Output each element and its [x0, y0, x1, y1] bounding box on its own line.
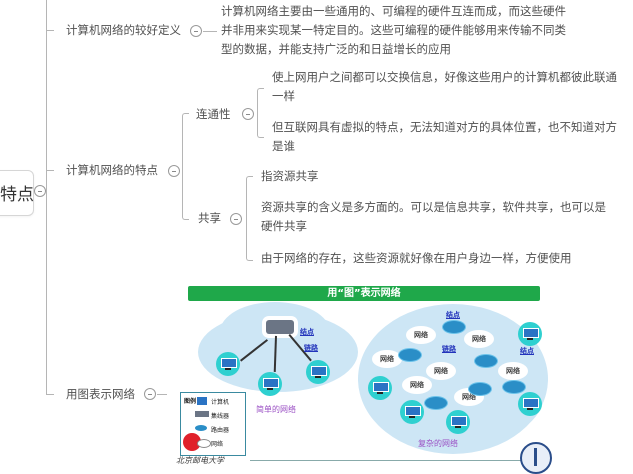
root-connector-line [46, 0, 48, 394]
network-cloud-node: 网络 [402, 376, 432, 394]
network-cloud-node: 网络 [498, 362, 528, 380]
graph-collapse-button[interactable] [144, 388, 156, 400]
red-emblem-icon [183, 433, 201, 451]
connector-tick [203, 31, 217, 32]
sharing-bracket [246, 176, 253, 261]
computer-icon [306, 360, 330, 384]
computer-icon [518, 392, 542, 416]
connectivity-item[interactable]: 使上网用户之间都可以交换信息，好像这些用户的计算机都彼此联通一样 [272, 70, 617, 103]
computer-icon [446, 410, 470, 434]
link-label: 链路 [442, 345, 456, 353]
legend-item: 路由器 [211, 427, 230, 434]
legend-item: 网络 [211, 441, 224, 448]
branch-graph-label[interactable]: 用图表示网络 [66, 387, 135, 401]
connector-tick [157, 394, 167, 395]
footer-divider [250, 460, 540, 461]
node-label: 结点 [520, 347, 534, 355]
network-cloud-icon [197, 439, 211, 448]
sharing-item[interactable]: 资源共享的含义是多方面的。可以是信息共享，软件共享，也可以是硬件共享 [261, 200, 606, 233]
root-collapse-button[interactable] [34, 185, 46, 197]
computer-icon [368, 376, 392, 400]
simple-network-caption: 简单的网络 [256, 405, 296, 414]
computer-icon [216, 352, 240, 376]
node-label: 结点 [300, 328, 314, 336]
network-cloud-node: 网络 [464, 330, 494, 348]
connectivity-bracket [257, 88, 264, 138]
university-seal-icon [520, 442, 552, 474]
network-cloud-node: 网络 [372, 350, 402, 368]
characteristics-collapse-button[interactable] [168, 165, 180, 177]
node-label: 结点 [446, 311, 460, 319]
university-logo-text: 北京邮电大学 [176, 456, 224, 465]
network-cloud-node: 网络 [426, 362, 456, 380]
sharing-item[interactable]: 由于网络的存在，这些资源就好像在用户身边一样，方便使用 [261, 251, 572, 265]
router-icon [424, 396, 448, 410]
connectivity-collapse-button[interactable] [242, 108, 254, 120]
router-icon [474, 354, 498, 368]
connector-tick [46, 394, 54, 395]
legend-item: 集线器 [211, 413, 230, 420]
branch-definition-label[interactable]: 计算机网络的较好定义 [66, 23, 181, 37]
network-cloud-node: 网络 [406, 326, 436, 344]
connectivity-label[interactable]: 连通性 [196, 107, 231, 121]
network-graph-image[interactable]: 用“图”表示网络 结点 链路 简单的网络 网络 网络 网络 网络 网络 网络 网… [176, 282, 552, 474]
sharing-item[interactable]: 指资源共享 [261, 169, 319, 183]
router-icon [398, 348, 422, 362]
router-icon [502, 380, 526, 394]
computer-icon [258, 372, 282, 396]
sharing-collapse-button[interactable] [230, 213, 242, 225]
complex-network-caption: 复杂的网络 [418, 439, 458, 448]
computer-icon [400, 400, 424, 424]
connector-tick [46, 170, 54, 171]
router-icon [195, 425, 207, 431]
hub-icon [266, 320, 294, 334]
connectivity-item[interactable]: 但互联网具有虚拟的特点，无法知道对方的具体位置，也不知道对方是谁 [272, 120, 617, 153]
definition-text[interactable]: 计算机网络主要由一些通用的、可编程的硬件互连而成，而这些硬件并非用来实现某一特定… [221, 4, 566, 56]
figure-legend: 图例 计算机 集线器 路由器 网络 [180, 392, 246, 456]
branch-characteristics-label[interactable]: 计算机网络的特点 [66, 163, 158, 177]
computer-icon [518, 322, 542, 346]
root-node-label: 特点 [0, 185, 34, 205]
figure-title-bar: 用“图”表示网络 [188, 286, 540, 301]
legend-item: 计算机 [211, 399, 230, 406]
sharing-label[interactable]: 共享 [198, 211, 221, 225]
connector-tick [46, 30, 54, 31]
router-icon [468, 382, 492, 396]
computer-icon [197, 397, 207, 405]
definition-collapse-button[interactable] [190, 25, 202, 37]
characteristics-bracket [182, 113, 189, 220]
link-label: 链路 [304, 344, 318, 352]
legend-title: 图例 [184, 398, 197, 405]
root-node-box[interactable] [0, 170, 34, 216]
router-icon [442, 320, 466, 334]
hub-icon [195, 411, 209, 417]
